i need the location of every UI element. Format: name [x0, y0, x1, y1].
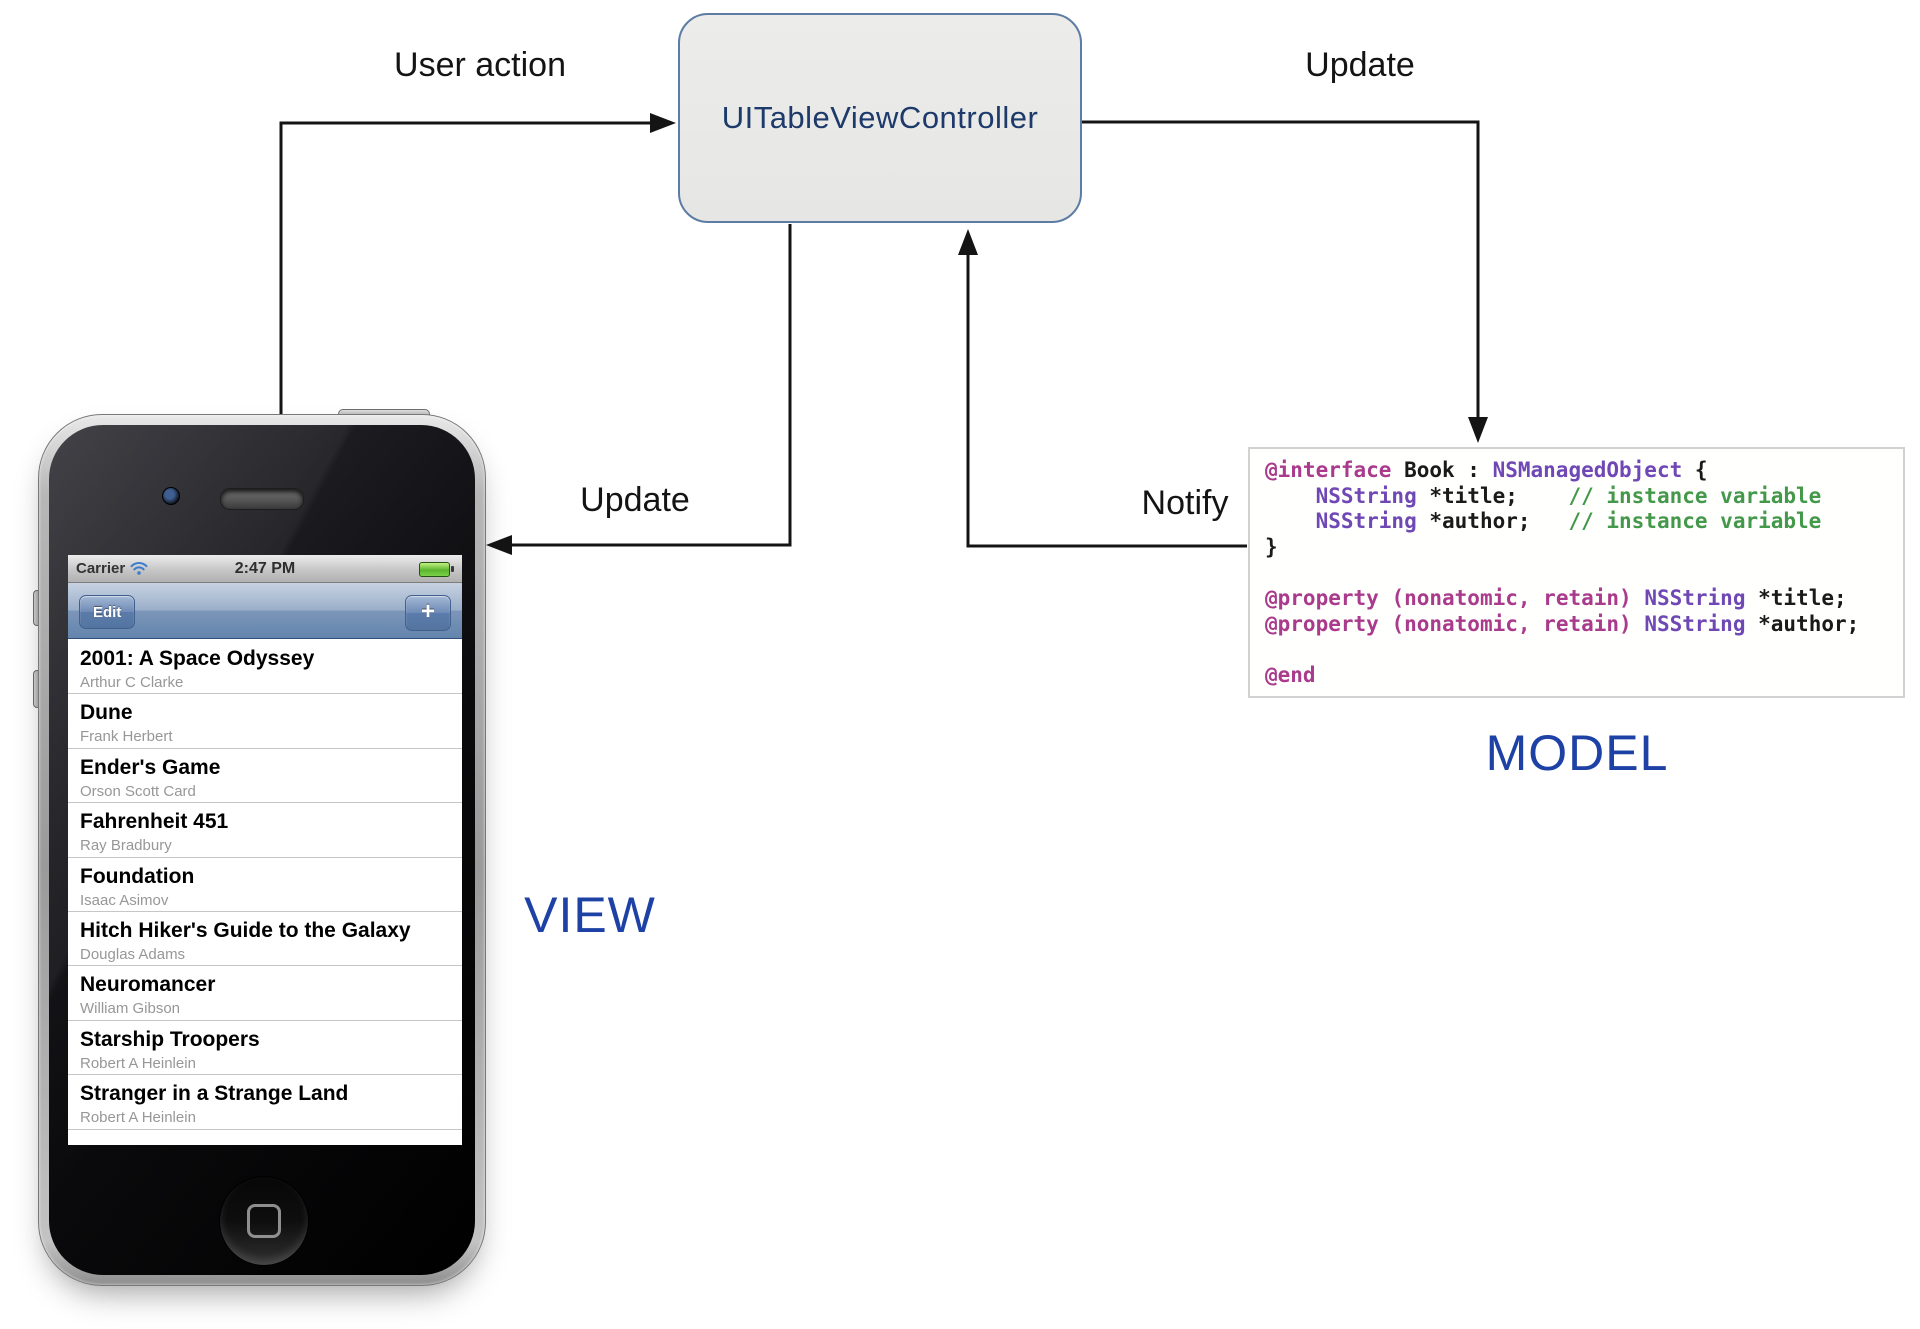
arrowhead-right-icon [650, 113, 676, 133]
book-title: Dune [80, 701, 133, 725]
list-item[interactable]: Foundation Isaac Asimov [68, 858, 462, 912]
book-author: William Gibson [80, 1000, 181, 1018]
book-author: Frank Herbert [80, 728, 173, 746]
update-right-line [1082, 120, 1480, 420]
list-item[interactable]: Stranger in a Strange Land Robert A Hein… [68, 1075, 462, 1130]
label-update-to-view: Update [580, 481, 690, 519]
home-button[interactable] [219, 1176, 309, 1266]
book-author: Douglas Adams [80, 945, 186, 963]
code-line [1265, 637, 1888, 663]
code-line: @interface Book : NSManagedObject { [1265, 458, 1708, 482]
arrowhead-left-icon [486, 535, 512, 555]
code-block: @interface Book : NSManagedObject { NSSt… [1265, 458, 1888, 688]
book-author: Orson Scott Card [80, 782, 196, 800]
book-title: Neuromancer [80, 973, 216, 997]
status-time: 2:47 PM [234, 559, 296, 577]
book-title: Stranger in a Strange Land [80, 1082, 349, 1106]
book-author: Robert A Heinlein [80, 1054, 196, 1072]
view-label: VIEW [524, 887, 656, 943]
iphone-face: Carrier 2:47 PM Edit + [49, 425, 475, 1275]
list-item[interactable]: Neuromancer William Gibson [68, 966, 462, 1021]
book-title: Fahrenheit 451 [80, 810, 229, 834]
status-bar: Carrier 2:47 PM [68, 555, 462, 583]
controller-label: UITableViewController [721, 100, 1039, 135]
list-item[interactable]: Fahrenheit 451 Ray Bradbury [68, 803, 462, 858]
model-label: MODEL [1485, 725, 1669, 781]
code-line: @end [1265, 662, 1316, 687]
book-author: Isaac Asimov [80, 891, 169, 909]
arrowhead-down-icon [1468, 417, 1488, 443]
list-item[interactable]: Starship Troopers Robert A Heinlein [68, 1021, 462, 1076]
label-user-action: User action [394, 46, 566, 84]
code-line: @property (nonatomic, retain) NSString *… [1265, 611, 1860, 636]
code-line: NSString *author; // instance variable [1315, 509, 1822, 534]
book-title: Ender's Game [80, 755, 221, 779]
code-line: } [1265, 534, 1278, 559]
list-item[interactable]: Ender's Game Orson Scott Card [68, 749, 462, 804]
iphone: Carrier 2:47 PM Edit + [33, 409, 486, 1286]
controller-node: UITableViewController [678, 13, 1082, 223]
book-author: Ray Bradbury [80, 837, 172, 855]
code-line: @property (nonatomic, retain) NSString *… [1265, 585, 1847, 610]
book-title: Starship Troopers [80, 1027, 260, 1051]
code-line [1265, 560, 1888, 586]
label-notify: Notify [1141, 484, 1229, 522]
book-title: Foundation [80, 864, 195, 888]
nav-bar: Edit + [68, 583, 462, 639]
book-title: 2001: A Space Odyssey [80, 647, 315, 670]
label-update-to-model: Update [1305, 46, 1415, 84]
edit-button[interactable]: Edit [79, 595, 136, 629]
book-title: Hitch Hiker's Guide to the Galaxy [80, 918, 411, 942]
front-camera-icon [162, 487, 180, 505]
code-line: NSString *title; // instance variable [1315, 483, 1822, 508]
arrowhead-up-icon [958, 229, 978, 255]
carrier-label: Carrier [76, 560, 126, 577]
list-item[interactable]: 2001: A Space Odyssey Arthur C Clarke [68, 640, 462, 695]
add-button[interactable]: + [405, 595, 451, 631]
model-code-box: @interface Book : NSManagedObject { NSSt… [1248, 447, 1905, 698]
battery-icon [419, 562, 454, 577]
earpiece-speaker [220, 488, 304, 510]
list-item[interactable]: Hitch Hiker's Guide to the Galaxy Dougla… [68, 912, 462, 967]
book-list: 2001: A Space Odyssey Arthur C Clarke Du… [68, 640, 462, 1145]
iphone-screen: Carrier 2:47 PM Edit + [68, 555, 462, 1145]
book-author: Arthur C Clarke [80, 674, 184, 691]
wifi-icon [130, 562, 148, 575]
book-author: Robert A Heinlein [80, 1109, 196, 1127]
list-item[interactable]: Dune Frank Herbert [68, 694, 462, 749]
user-action-line [279, 121, 654, 420]
home-square-icon [247, 1204, 281, 1238]
